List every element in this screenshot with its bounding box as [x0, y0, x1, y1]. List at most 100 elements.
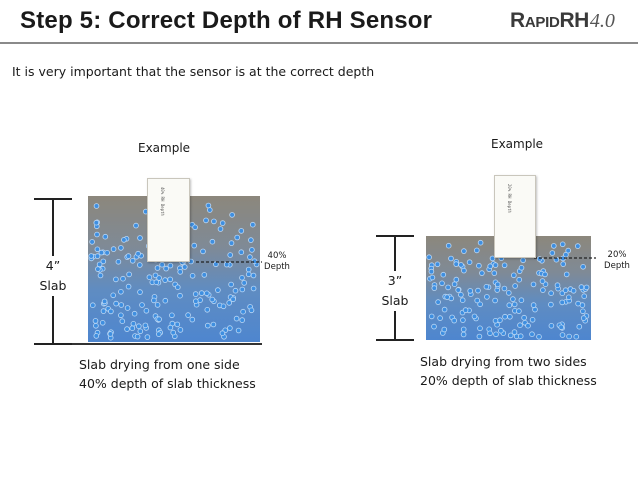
moisture-dot — [241, 280, 248, 286]
moisture-dot — [238, 228, 245, 234]
moisture-dot — [213, 261, 219, 268]
moisture-dot — [209, 296, 216, 303]
moisture-dot — [574, 243, 581, 249]
moisture-dot — [548, 301, 554, 308]
moisture-dot — [492, 297, 498, 304]
moisture-dot — [119, 318, 126, 325]
moisture-dot — [193, 298, 199, 305]
moisture-dot — [477, 239, 484, 246]
moisture-dot — [428, 268, 435, 275]
moisture-dot — [494, 281, 501, 288]
moisture-dot — [460, 326, 467, 333]
moisture-dot — [215, 287, 221, 293]
intro-text: It is very important that the sensor is … — [12, 64, 375, 79]
moisture-dot — [104, 250, 110, 256]
moisture-dot — [474, 297, 481, 304]
moisture-dot — [229, 212, 235, 218]
rh-sensor-two-label: 20% RH Depth — [507, 184, 512, 213]
moisture-dot — [93, 203, 100, 209]
moisture-dot — [110, 292, 116, 299]
moisture-dot — [167, 276, 174, 283]
moisture-dot — [118, 302, 125, 308]
moisture-dot — [198, 290, 205, 296]
moisture-dot — [204, 306, 211, 313]
depth-label-two-word: Depth — [604, 261, 630, 271]
moisture-dot — [583, 284, 590, 291]
moisture-dot — [137, 262, 143, 268]
moisture-dot — [506, 302, 513, 309]
moisture-dot — [530, 302, 537, 308]
depth-label-one-word: Depth — [264, 262, 290, 272]
moisture-dot — [129, 257, 136, 264]
moisture-dot — [88, 253, 94, 259]
moisture-dot — [182, 264, 188, 270]
moisture-dot — [227, 252, 234, 258]
moisture-dot — [239, 274, 245, 281]
moisture-dot — [517, 333, 524, 340]
moisture-dot — [125, 283, 132, 290]
moisture-dot — [227, 325, 233, 331]
moisture-dot — [135, 250, 141, 257]
moisture-dot — [137, 235, 143, 241]
moisture-dot — [441, 306, 448, 313]
moisture-dot — [226, 300, 233, 306]
moisture-dot — [453, 276, 460, 283]
moisture-dot — [578, 284, 585, 290]
moisture-dot — [518, 297, 525, 304]
moisture-dot — [518, 264, 525, 271]
moisture-dot — [580, 263, 586, 270]
moisture-dot — [129, 325, 136, 332]
moisture-dot — [487, 263, 494, 270]
moisture-dot — [143, 307, 150, 314]
moisture-dot — [428, 313, 435, 320]
moisture-dot — [204, 290, 210, 297]
moisture-dot — [445, 242, 452, 249]
moisture-dot — [156, 275, 162, 281]
moisture-dot — [245, 266, 252, 273]
moisture-dot — [477, 301, 483, 308]
moisture-dot — [451, 317, 458, 324]
moisture-dot — [124, 326, 130, 332]
moisture-dot — [201, 272, 208, 278]
logo-rh-text: RH — [559, 9, 590, 32]
moisture-dot — [205, 322, 211, 329]
moisture-dot — [521, 314, 527, 321]
moisture-dot — [461, 248, 467, 254]
moisture-dot — [192, 291, 199, 297]
moisture-dot — [492, 262, 499, 268]
moisture-dot — [163, 265, 169, 272]
moisture-dot — [170, 329, 177, 336]
moisture-dot — [139, 302, 145, 308]
moisture-dot — [554, 282, 561, 289]
moisture-dot — [248, 237, 254, 243]
moisture-dot — [108, 308, 114, 315]
moisture-dot — [548, 322, 555, 329]
moisture-dot — [536, 333, 542, 340]
moisture-dot — [492, 317, 499, 324]
moisture-dot — [484, 294, 490, 300]
moisture-dot — [217, 226, 224, 232]
rh-sensor-two: 20% RH Depth — [494, 175, 536, 258]
moisture-dot — [159, 261, 165, 268]
moisture-dot — [476, 333, 483, 340]
moisture-dot — [466, 259, 473, 266]
moisture-dot — [154, 302, 161, 308]
moisture-dot — [167, 324, 174, 331]
moisture-dot — [565, 294, 572, 301]
moisture-dot — [92, 318, 99, 324]
moisture-dot — [144, 334, 151, 340]
moisture-dot — [167, 262, 174, 269]
moisture-dot — [467, 288, 474, 294]
moisture-dot — [100, 308, 107, 314]
moisture-dot — [174, 321, 181, 328]
moisture-dot — [247, 254, 253, 260]
moisture-dot — [477, 325, 483, 332]
moisture-dot — [228, 240, 235, 246]
moisture-dot — [137, 328, 144, 335]
moisture-dot — [156, 316, 162, 323]
slab-thickness-two: 3” Slab — [378, 271, 412, 311]
moisture-dot — [93, 322, 99, 329]
moisture-dot — [156, 331, 162, 337]
caption-two-line-1: Slab drying from two sides — [420, 354, 587, 369]
